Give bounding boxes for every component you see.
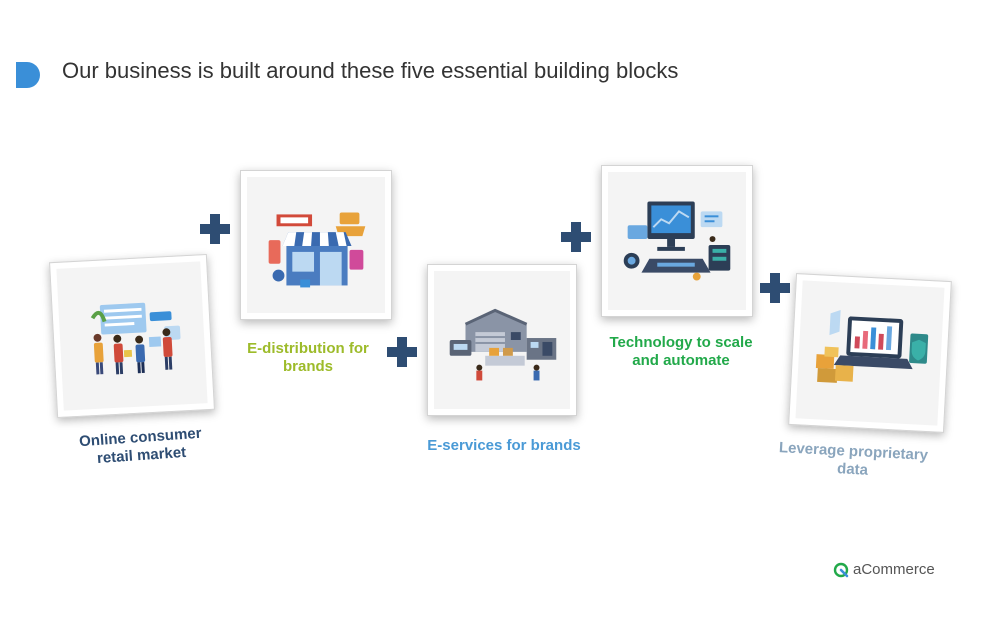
plus-icon xyxy=(200,214,230,244)
slide-header xyxy=(14,60,42,90)
block-card-e-services xyxy=(427,264,577,416)
brand-name: aCommerce xyxy=(853,561,935,578)
acommerce-logo-icon xyxy=(833,562,849,577)
page-title: Our business is built around these five … xyxy=(62,58,679,83)
plus-icon xyxy=(387,337,417,367)
data-analytics-illustration-icon xyxy=(815,309,929,383)
storefront-illustration-icon xyxy=(268,212,366,288)
block-label-online-retail: Online consumer retail market xyxy=(78,424,203,468)
block-label-technology: Technology to scale and automate xyxy=(609,334,753,369)
brand-logo: aCommerce xyxy=(833,561,935,578)
block-card-data xyxy=(788,273,952,433)
tech-dashboard-illustration-icon xyxy=(623,201,731,281)
block-card-e-distribution xyxy=(240,170,392,320)
plus-icon xyxy=(561,222,591,252)
block-label-e-services: E-services for brands xyxy=(427,437,581,454)
plus-icon xyxy=(760,273,790,303)
warehouse-illustration-icon xyxy=(449,308,557,381)
title-bullet-icon xyxy=(16,62,40,88)
shoppers-illustration-icon xyxy=(90,302,181,375)
block-card-online-retail xyxy=(49,253,215,419)
block-label-data: Leverage proprietary data xyxy=(778,439,929,479)
block-label-e-distribution: E-distribution for brands xyxy=(247,340,369,375)
block-card-technology xyxy=(601,165,753,317)
